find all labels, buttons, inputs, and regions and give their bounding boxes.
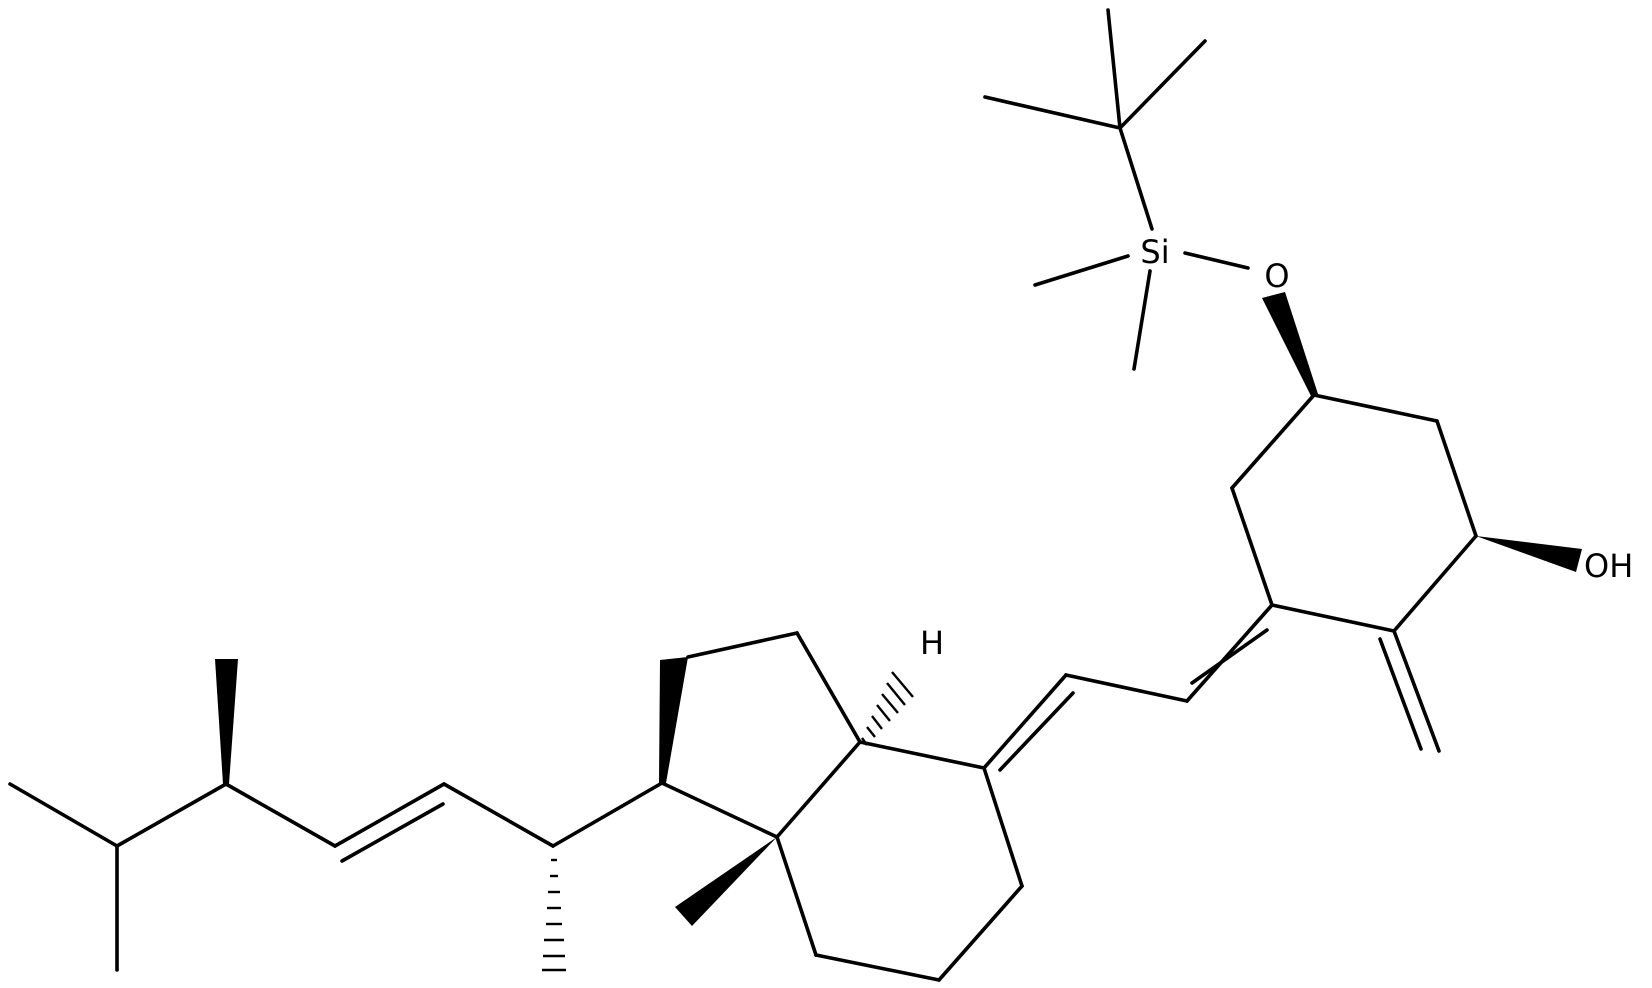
hash-line (886, 682, 906, 706)
hash-line (881, 693, 899, 714)
bond (333, 782, 446, 848)
bond (1118, 39, 1207, 130)
hash-line (891, 671, 914, 698)
hashed-bond (861, 671, 914, 746)
bond (686, 631, 799, 659)
oxygen-atom-label: O (1264, 257, 1289, 295)
bond (1064, 673, 1189, 703)
bond (1183, 251, 1250, 270)
bond (340, 802, 445, 863)
hydroxyl-label: OH (1584, 547, 1633, 585)
bond (795, 631, 862, 744)
bond (982, 766, 1024, 888)
wedge-bond (1262, 292, 1318, 396)
wedge-bond (215, 659, 238, 784)
bond (442, 782, 555, 848)
bond (1230, 393, 1316, 490)
bond (1132, 269, 1152, 371)
bond (1270, 603, 1396, 633)
wedge-bond (675, 837, 777, 926)
silyl-group (1033, 251, 1250, 371)
d-ring (659, 631, 862, 839)
bond (1185, 603, 1274, 703)
bond (1106, 8, 1122, 130)
bond (937, 884, 1024, 982)
hash-line (861, 737, 868, 746)
c-ring (775, 740, 1024, 982)
bond (814, 953, 941, 982)
hash-line (871, 715, 883, 730)
a-ring (1230, 292, 1582, 753)
bond (1392, 629, 1441, 753)
bond (551, 781, 664, 848)
silicon-atom-label: Si (1140, 233, 1169, 271)
bond (1118, 126, 1154, 231)
bond (983, 95, 1122, 130)
bond (998, 691, 1075, 772)
bond (8, 782, 119, 848)
bond (1435, 419, 1478, 538)
side-chain (8, 659, 664, 972)
bond (1033, 254, 1130, 287)
bond (1392, 534, 1478, 633)
bond (775, 740, 862, 839)
bond (1230, 486, 1274, 607)
hashed-bond (542, 858, 566, 972)
bond (775, 835, 818, 957)
hydrogen-atom-label: H (920, 624, 944, 662)
bond (115, 782, 228, 848)
bond (660, 781, 779, 839)
tert-butyl-group (983, 8, 1207, 231)
bond (1190, 628, 1269, 685)
wedge-bond (659, 657, 688, 783)
bond (1378, 637, 1423, 751)
hash-line (876, 704, 891, 722)
hash-line (866, 726, 876, 738)
bond (1312, 393, 1439, 423)
bond (224, 782, 337, 848)
triene-linker (982, 603, 1274, 772)
bond (858, 740, 986, 770)
bond (982, 673, 1068, 770)
wedge-bond (1476, 536, 1582, 572)
